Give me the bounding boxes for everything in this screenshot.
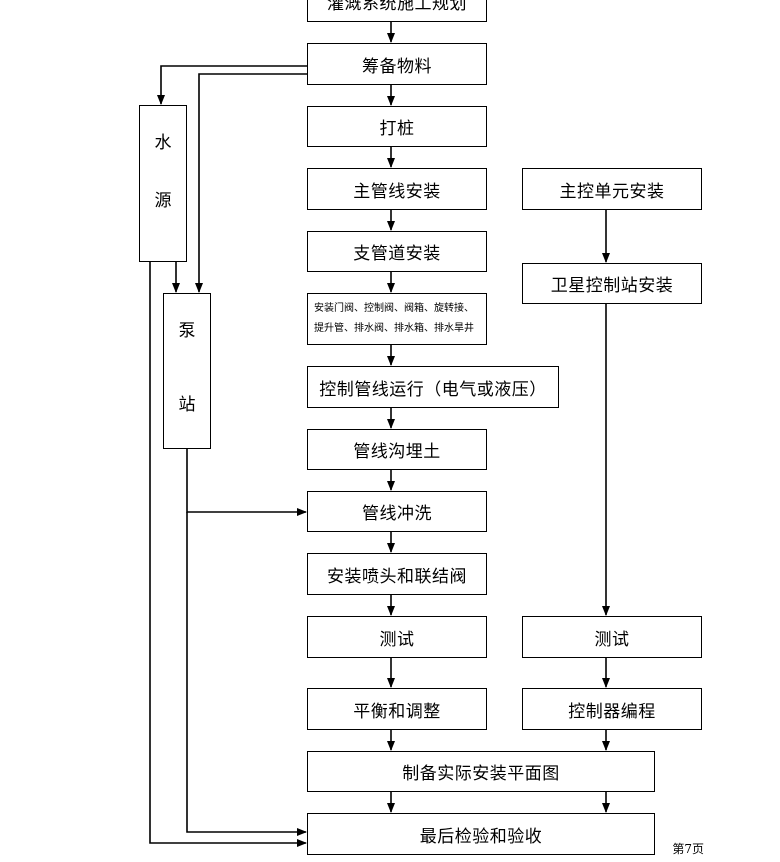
step-install-sprinklers: 安装喷头和联结阀: [307, 553, 487, 595]
arrow-pump-to-flush: [186, 449, 307, 516]
step-test-control: 测试: [522, 616, 702, 658]
step-final-inspection: 最后检验和验收: [307, 813, 655, 855]
water-source-box: 水 源: [139, 105, 187, 262]
step-backfill: 管线沟埋土: [307, 429, 487, 470]
step-flush: 管线冲洗: [307, 491, 487, 532]
water-source-char-2: 源: [154, 191, 172, 211]
water-source-char-1: 水: [154, 133, 172, 153]
step-prepare-materials: 筹备物料: [307, 43, 487, 85]
page-number: 第7页: [672, 842, 704, 856]
step-branch-pipeline: 支管道安装: [307, 231, 487, 272]
step-test-main: 测试: [307, 616, 487, 658]
step-planning: 灌溉系统施工规划: [307, 0, 487, 22]
arrow-to-water-source: [157, 65, 307, 105]
step-controller-programming: 控制器编程: [522, 688, 702, 730]
step-piling: 打桩: [307, 106, 487, 147]
step-asbuilt-plan: 制备实际安装平面图: [307, 751, 655, 792]
step-satellite-station: 卫星控制站安装: [522, 263, 702, 304]
arrow-to-pump-station: [195, 73, 307, 293]
step-master-controller: 主控单元安装: [522, 168, 702, 210]
step-balance-adjust: 平衡和调整: [307, 688, 487, 730]
pump-station-char-2: 站: [178, 395, 196, 415]
pump-station-box: 泵 站: [163, 293, 211, 449]
step-control-line: 控制管线运行（电气或液压）: [307, 366, 559, 408]
arrow-source-to-final: [149, 262, 307, 847]
pump-station-char-1: 泵: [178, 321, 196, 341]
arrow-pump-to-final: [186, 512, 307, 836]
step-main-pipeline: 主管线安装: [307, 168, 487, 210]
step-install-valves: 安装门阀、控制阀、阀箱、旋转接、提升管、排水阀、排水箱、排水旱井: [307, 293, 487, 345]
